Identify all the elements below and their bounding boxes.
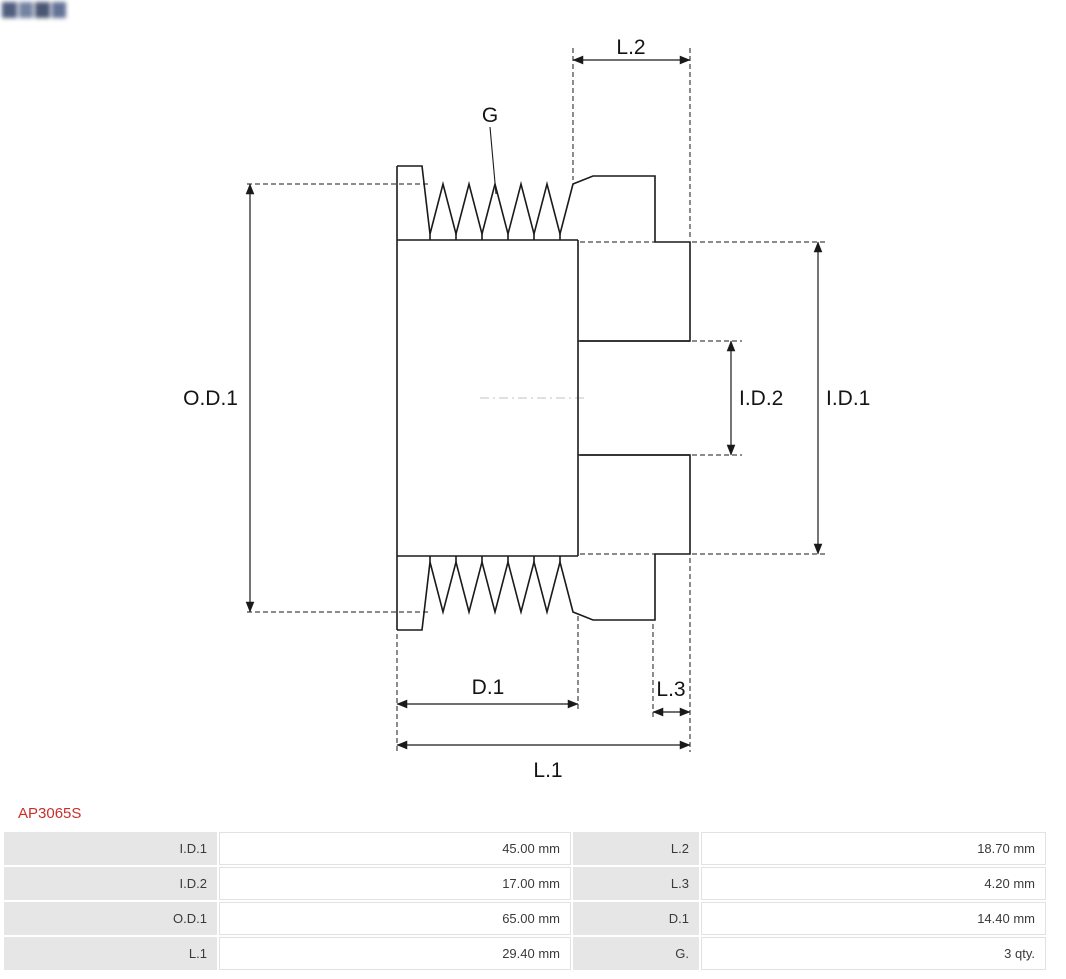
spec-label: L.3 — [573, 867, 699, 900]
spec-value: 29.40 mm — [219, 937, 571, 970]
spec-label: D.1 — [573, 902, 699, 935]
pulley-outline — [396, 165, 691, 631]
spec-value: 65.00 mm — [219, 902, 571, 935]
technical-drawing: L.2 G O.D.1 I.D.2 — [183, 36, 870, 782]
id2-label: I.D.2 — [739, 387, 783, 410]
table-row: I.D.1 45.00 mm L.2 18.70 mm — [4, 832, 1046, 865]
l2-label: L.2 — [616, 36, 645, 59]
l1-label: L.1 — [533, 759, 562, 782]
g-label: G — [482, 104, 498, 127]
spec-label: G. — [573, 937, 699, 970]
spec-label: L.2 — [573, 832, 699, 865]
dim-id1: I.D.1 — [580, 241, 870, 555]
spec-value: 4.20 mm — [701, 867, 1046, 900]
dim-l1: L.1 — [396, 740, 691, 782]
l3-label: L.3 — [656, 678, 685, 701]
dim-g: G — [482, 104, 498, 195]
d1-label: D.1 — [472, 676, 505, 699]
spec-value: 17.00 mm — [219, 867, 571, 900]
table-row: O.D.1 65.00 mm D.1 14.40 mm — [4, 902, 1046, 935]
spec-label: I.D.2 — [4, 867, 217, 900]
table-row: L.1 29.40 mm G. 3 qty. — [4, 937, 1046, 970]
spec-value: 14.40 mm — [701, 902, 1046, 935]
spec-label: L.1 — [4, 937, 217, 970]
dim-l2: L.2 — [572, 36, 691, 240]
spec-value: 3 qty. — [701, 937, 1046, 970]
spec-label: I.D.1 — [4, 832, 217, 865]
dim-l3: L.3 — [652, 558, 691, 752]
spec-value: 45.00 mm — [219, 832, 571, 865]
dim-od1: O.D.1 — [183, 183, 428, 613]
dim-d1: D.1 — [396, 616, 579, 752]
blurred-logo — [2, 2, 66, 18]
spec-value: 18.70 mm — [701, 832, 1046, 865]
dim-id2: I.D.2 — [692, 340, 783, 456]
spec-table: I.D.1 45.00 mm L.2 18.70 mm I.D.2 17.00 … — [2, 830, 1048, 972]
product-code: AP3065S — [18, 805, 82, 822]
spec-label: O.D.1 — [4, 902, 217, 935]
pulley-diagram: L.2 G O.D.1 I.D.2 — [183, 36, 870, 782]
table-row: I.D.2 17.00 mm L.3 4.20 mm — [4, 867, 1046, 900]
od1-label: O.D.1 — [183, 387, 238, 410]
id1-label: I.D.1 — [826, 387, 870, 410]
